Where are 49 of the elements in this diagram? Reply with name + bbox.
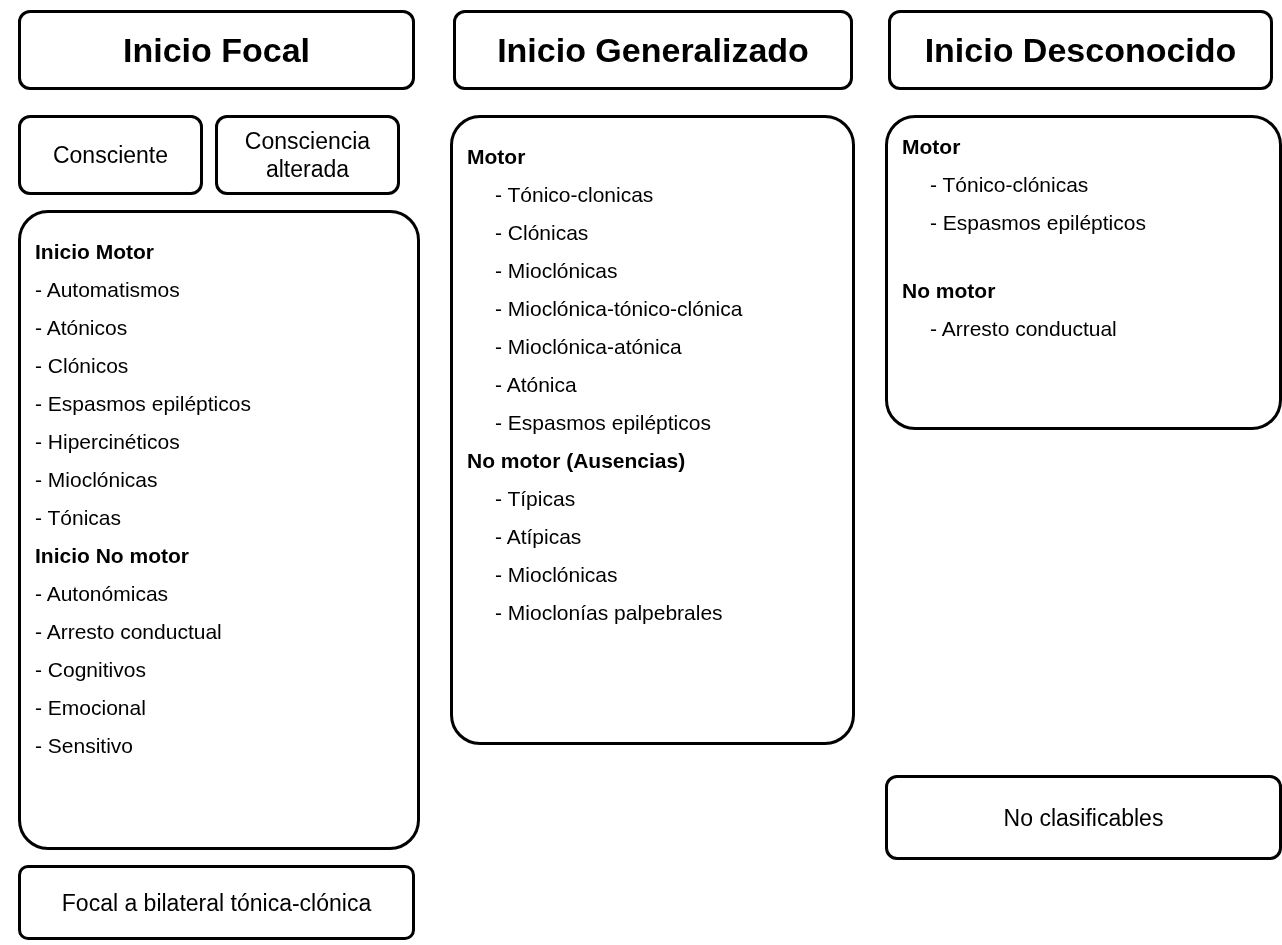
- group-heading: Inicio Motor: [35, 239, 154, 265]
- category-title: Inicio Desconocido: [924, 30, 1237, 70]
- category-title: Inicio Focal: [122, 30, 310, 70]
- list-item: - Típicas: [494, 486, 576, 512]
- list-item: - Tónico-clonicas: [494, 182, 654, 208]
- list-item: - Clónicos: [35, 353, 129, 379]
- list-item: - Clónicas: [494, 220, 589, 246]
- list-item: - Hipercinéticos: [35, 429, 180, 455]
- list-item: - Cognitivos: [35, 657, 146, 683]
- list-item: - Sensitivo: [35, 733, 134, 759]
- label-box: [215, 115, 400, 195]
- category-title: Inicio Generalizado: [497, 30, 809, 70]
- label-box: [885, 775, 1282, 860]
- group-heading: Motor: [902, 134, 961, 160]
- label-box: [18, 865, 415, 940]
- group-heading: Motor: [467, 144, 526, 170]
- seizure-type-panel: [450, 115, 855, 745]
- seizure-type-panel: [18, 210, 420, 850]
- list-item: - Tónico-clónicas: [929, 172, 1089, 198]
- list-item: - Mioclónicas: [494, 562, 618, 588]
- list-item: - Atónica: [494, 372, 577, 398]
- box-label: Focal a bilateral tónica-clónica: [61, 888, 372, 917]
- list-item: - Mioclónica-atónica: [494, 334, 682, 360]
- box-label: Consciencia alterada: [243, 127, 372, 183]
- category-header-box: [453, 10, 853, 90]
- list-item: - Espasmos epilépticos: [35, 391, 251, 417]
- list-item: - Emocional: [35, 695, 146, 721]
- list-item: - Tónicas: [35, 505, 121, 531]
- category-header-box: [888, 10, 1273, 90]
- list-item: - Autonómicas: [35, 581, 169, 607]
- list-item: - Atípicas: [494, 524, 582, 550]
- list-item: - Espasmos epilépticos: [494, 410, 711, 436]
- list-item: - Mioclónica-tónico-clónica: [494, 296, 743, 322]
- list-item: - Arresto conductual: [35, 619, 222, 645]
- group-heading: No motor (Ausencias): [467, 448, 686, 474]
- list-item: - Atónicos: [35, 315, 128, 341]
- list-item: - Mioclonías palpebrales: [494, 600, 723, 626]
- seizure-type-panel: [885, 115, 1282, 430]
- list-item: - Mioclónicas: [35, 467, 158, 493]
- list-item: - Automatismos: [35, 277, 180, 303]
- group-heading: Inicio No motor: [35, 543, 189, 569]
- list-item: - Espasmos epilépticos: [929, 210, 1146, 236]
- category-header-box: [18, 10, 415, 90]
- list-item: - Mioclónicas: [494, 258, 618, 284]
- list-item: - Arresto conductual: [929, 316, 1117, 342]
- group-heading: No motor: [902, 278, 996, 304]
- box-label: No clasificables: [1003, 803, 1164, 832]
- box-label: Consciente: [52, 141, 169, 169]
- label-box: [18, 115, 203, 195]
